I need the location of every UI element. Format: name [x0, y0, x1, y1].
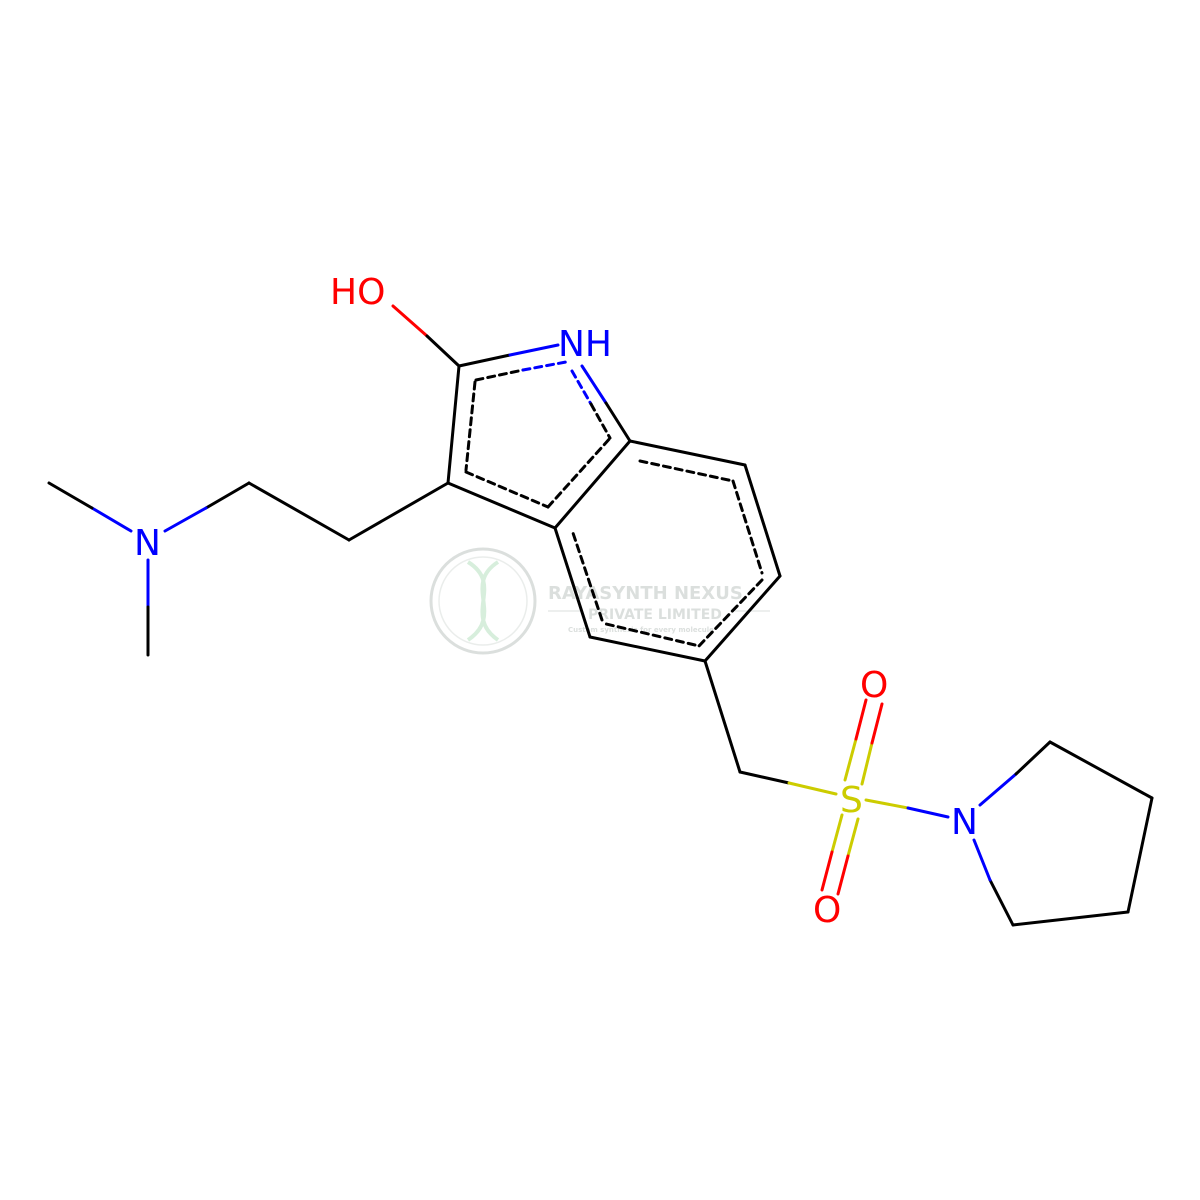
bond-c6-c5 — [703, 574, 782, 663]
watermark: RAYASYNTH NEXUS PRIVATE LIMITED Custom s… — [429, 547, 770, 655]
bond-ch2-s-yellow — [787, 781, 838, 796]
bond-s-o-top-a-yellow — [843, 737, 858, 782]
bond-ring-c2-c3 — [1048, 740, 1154, 800]
bond-ring-c4-c5 — [1011, 910, 1130, 927]
bond-ch2-ch2 — [247, 481, 351, 542]
atom-label-hydroxyl: HO — [330, 272, 385, 313]
bond-s-o-bottom-b-red — [836, 854, 850, 896]
bond-s-o-bottom-b-yellow — [846, 817, 860, 858]
bond-c2-nh-aromatic-black — [474, 368, 525, 382]
bond-c4-c3a-aromatic — [570, 528, 604, 622]
bond-s-o-top-b-yellow — [860, 741, 874, 786]
bond-c2-c3-aromatic — [464, 380, 477, 472]
bond-s-o-top-a-red — [854, 698, 868, 741]
watermark-logo-circle — [429, 547, 537, 655]
bond-ch2-n-black — [204, 481, 251, 510]
bond-n-me1-black — [47, 481, 94, 510]
atom-label-sulfonyl-o-bottom: O — [813, 890, 841, 931]
bond-ring-c3-c4 — [1126, 796, 1154, 914]
bond-c2-c3 — [446, 364, 461, 485]
bond-c4-c3a — [553, 526, 592, 639]
atom-label-sulfonyl-o-top: O — [860, 665, 888, 706]
dna-helix-icon — [466, 560, 500, 642]
bond-nh-c7a-aromatic-black — [589, 402, 612, 440]
watermark-logo-inner-circle — [438, 556, 528, 646]
atom-labels: HO NH N S O O N — [134, 272, 978, 931]
bond-nh-c7a-aromatic-blue — [570, 369, 593, 406]
atom-label-indole-nh: NH — [558, 324, 612, 365]
bond-n-me1-blue — [90, 506, 133, 533]
bond-ring-c5-n-blue — [972, 838, 992, 882]
bond-c5-c4-aromatic — [600, 621, 697, 647]
bond-s-n-blue — [906, 806, 950, 819]
watermark-line-3: Custom synthesis for every molecule — [568, 626, 714, 634]
bond-c7a-c7 — [628, 439, 747, 467]
bond-c5-ch2 — [703, 659, 742, 774]
bond-c6-c5-aromatic — [696, 578, 764, 649]
bond-ch2-s-black — [738, 770, 791, 785]
bond-n-ring-c2-black — [1014, 740, 1052, 776]
bond-s-o-bottom-a-red — [820, 850, 834, 892]
bond-c3-c3a — [446, 481, 557, 530]
bond-c3-ch2 — [347, 481, 450, 542]
bonds — [47, 304, 1154, 927]
bond-ch2-n-blue — [163, 506, 208, 533]
atom-label-amine-n: N — [134, 523, 161, 564]
bond-s-n-yellow — [864, 798, 910, 810]
atom-label-pyrrolidine-n: N — [951, 802, 978, 843]
bond-c7a-c7-aromatic — [638, 459, 735, 483]
bond-c7-c6-aromatic — [731, 479, 764, 575]
bond-c7-c6 — [743, 463, 782, 578]
bond-c3a-c7a — [553, 439, 632, 530]
bond-n-ring-c2-blue — [978, 772, 1018, 807]
bond-o-c2-red — [391, 304, 429, 338]
bond-ring-c5-n-black — [988, 878, 1015, 927]
atom-label-sulfur: S — [840, 780, 863, 821]
bond-nh-c7a-black — [604, 401, 632, 443]
bond-s-o-bottom-a-yellow — [830, 813, 844, 854]
watermark-line-2: PRIVATE LIMITED — [588, 607, 722, 623]
bond-c3a-c7a-aromatic — [546, 434, 614, 509]
bond-s-o-top-b-red — [870, 702, 884, 745]
bond-o-c2-black — [425, 334, 461, 368]
bond-c2-nh-blue — [508, 343, 560, 357]
bond-c5-c4 — [588, 635, 707, 663]
watermark-line-1: RAYASYNTH NEXUS — [548, 583, 743, 604]
bond-c3-c3a-aromatic — [464, 470, 550, 509]
bond-c2-nh-aromatic-blue — [521, 360, 568, 372]
bond-nh-c7a-blue — [580, 364, 608, 405]
bond-c2-nh-black — [457, 353, 512, 368]
